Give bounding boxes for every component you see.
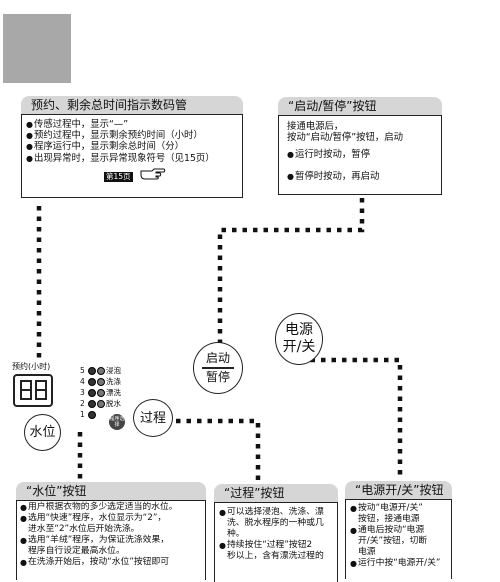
indicator-number: 5 — [80, 366, 85, 375]
indicator-light — [97, 378, 105, 386]
indicator-row: 2 脱水 — [80, 398, 121, 409]
process-box-item: 可以选择浸泡、洗涤、漂 洗、脱水程序的一种或几 种。 — [219, 507, 337, 540]
start-box: 接通电源后， 按动“启动/暂停”按钮，启动 运行时按动，暂停 暂停时按动，再启动 — [278, 115, 442, 195]
start-connector — [217, 198, 365, 345]
power-connector — [300, 357, 403, 480]
display-box-item: 传感过程中，显示“—” — [26, 119, 242, 130]
water-box-item: 选用“快速”程序，水位显示为“2”， 进水至“2”水位后开始洗涤。 — [20, 513, 205, 535]
indicator-row: 5 浸泡 — [80, 365, 121, 376]
pointing-hand-icon — [140, 165, 166, 184]
digit-segment — [20, 380, 32, 400]
connector-lines — [36, 198, 403, 480]
power-onoff-label: 开/关 — [282, 339, 316, 355]
indicator-light — [88, 378, 96, 386]
process-button[interactable]: 过程 — [133, 399, 173, 437]
water-box-title: “水位”按钮 — [26, 484, 87, 498]
display-box: 传感过程中，显示“—” 预约过程中，显示剩余预约时间（小时） 程序运行中，显示剩… — [21, 114, 243, 198]
gray-block — [3, 14, 71, 83]
process-box-title: “过程”按钮 — [224, 486, 285, 500]
indicator-row: 1 — [80, 409, 97, 420]
indicator-label: 脱水 — [106, 399, 121, 408]
power-label: 电源 — [285, 322, 313, 338]
digit-segment — [35, 380, 47, 400]
indicator-number: 1 — [80, 410, 85, 419]
power-box-title: “电源开/关”按钮 — [355, 483, 444, 497]
process-box: 可以选择浸泡、洗涤、漂 洗、脱水程序的一种或几 种。 持续按住“过程”按钮2 秒… — [214, 502, 338, 582]
start-box-item: 暂停时按动，再启动 — [287, 171, 441, 182]
start-box-intro-line: 按动“启动/暂停”按钮，启动 — [287, 132, 403, 144]
display-box-item: 出现异常时，显示异常现象符号（见15页） — [26, 153, 242, 164]
display-box-item: 程序运行中，显示剩余总时间（分） — [26, 141, 242, 152]
indicator-label: 浸泡 — [106, 366, 121, 375]
water-box-item: 选用“羊绒”程序，为保证洗涤效果， 程序自行设定最高水位。 — [20, 535, 205, 557]
indicator-row: 4 洗涤 — [80, 376, 121, 387]
indicator-light — [97, 389, 105, 397]
display-label: 预约(小时) — [12, 362, 51, 371]
start-pause-button[interactable]: 启动 暂停 — [193, 342, 243, 394]
indicator-number: 2 — [80, 399, 85, 408]
power-box-item: 运行中按“电源开/关” — [350, 558, 451, 569]
water-level-button[interactable]: 水位 — [24, 414, 61, 451]
digit-display — [13, 374, 53, 407]
indicator-label: 洗涤 — [106, 377, 121, 386]
process-box-header: “过程”按钮 — [214, 484, 338, 502]
page-reference: 第15页 — [26, 164, 242, 184]
indicator-light — [88, 411, 96, 419]
start-label: 启动 — [205, 351, 230, 366]
water-box: 用户根据衣物的多少选定适当的水位。 选用“快速”程序，水位显示为“2”， 进水至… — [16, 500, 206, 580]
display-box-header: 预约、剩余总时间指示数码管 — [21, 96, 243, 114]
power-button[interactable]: 电源 开/关 — [275, 313, 323, 365]
power-box-header: “电源开/关”按钮 — [345, 481, 452, 499]
display-box-item: 预约过程中，显示剩余预约时间（小时） — [26, 130, 242, 141]
indicator-light — [97, 367, 105, 375]
page-ref-badge: 第15页 — [104, 171, 133, 182]
indicator-label: 漂洗 — [106, 388, 121, 397]
start-pause-divider — [202, 367, 234, 369]
indicator-number: 3 — [80, 388, 85, 397]
power-box-item: 按动“电源开/关” 按钮，接通电源 — [350, 503, 451, 525]
start-box-title: “启动/暂停”按钮 — [288, 99, 377, 113]
process-box-item: 持续按住“过程”按钮2 秒以上，含有漂洗过程的 — [219, 540, 337, 562]
display-box-title: 预约、剩余总时间指示数码管 — [31, 98, 188, 112]
water-box-item: 用户根据衣物的多少选定适当的水位。 — [20, 502, 205, 513]
process-connector — [176, 418, 261, 480]
indicator-light — [88, 367, 96, 375]
indicator-light — [88, 400, 96, 408]
start-box-item: 运行时按动，暂停 — [287, 149, 441, 160]
indicator-row: 3 漂洗 — [80, 387, 121, 398]
start-box-header: “启动/暂停”按钮 — [278, 97, 442, 115]
indicator-light — [97, 400, 105, 408]
indicator-light — [88, 389, 96, 397]
start-box-intro-line: 接通电源后， — [287, 121, 344, 132]
power-box: 按动“电源开/关” 按钮，接通电源 通电后按动“电源 开/关”按钮，切断 电源 … — [345, 499, 452, 579]
indicator-number: 4 — [80, 377, 85, 386]
power-box-item: 通电后按动“电源 开/关”按钮，切断 电源 — [350, 525, 451, 558]
program-select-button[interactable]: 程序选择 — [109, 414, 125, 430]
water-level-label: 水位 — [29, 425, 56, 440]
process-label: 过程 — [139, 410, 166, 426]
pause-label: 暂停 — [205, 369, 230, 384]
water-box-header: “水位”按钮 — [16, 482, 206, 500]
water-box-item: 在洗涤开始后，按动“水位”按钮即可 — [20, 557, 205, 568]
